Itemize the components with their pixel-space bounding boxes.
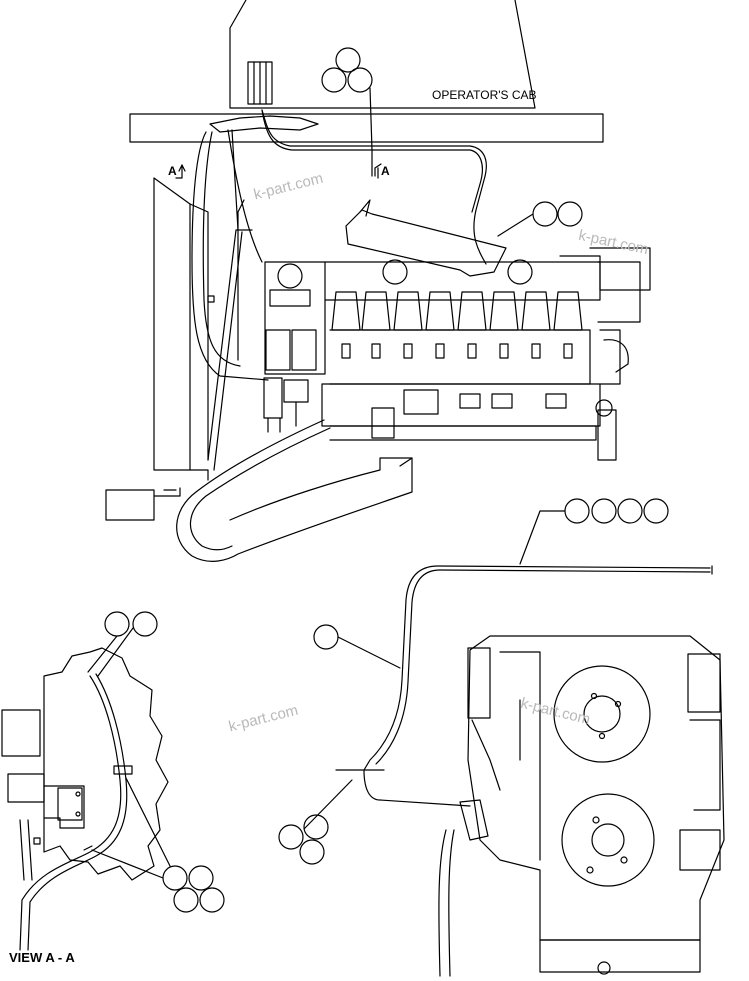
section-marker-left — [175, 164, 186, 179]
injector-connectors — [341, 343, 573, 359]
operators-cab — [129, 0, 604, 143]
radiator-frame — [105, 177, 215, 521]
cab-harness — [261, 109, 487, 265]
fan-belt-drive — [176, 419, 413, 562]
left-harness — [191, 129, 269, 471]
view-a-a — [1, 611, 225, 951]
engine-side-view — [263, 199, 651, 461]
cylinder-heads — [331, 291, 583, 331]
section-a-label-right: A — [381, 164, 390, 178]
view-a-a-label: VIEW A - A — [9, 950, 75, 965]
operators-cab-label: OPERATOR'S CAB — [432, 88, 537, 102]
callout-group-right — [519, 498, 669, 565]
front-harness — [363, 565, 713, 807]
engine-front-view — [438, 635, 725, 977]
callout-front-left — [278, 624, 401, 865]
callout-group-top — [321, 47, 373, 151]
section-a-label-left: A — [168, 164, 177, 178]
